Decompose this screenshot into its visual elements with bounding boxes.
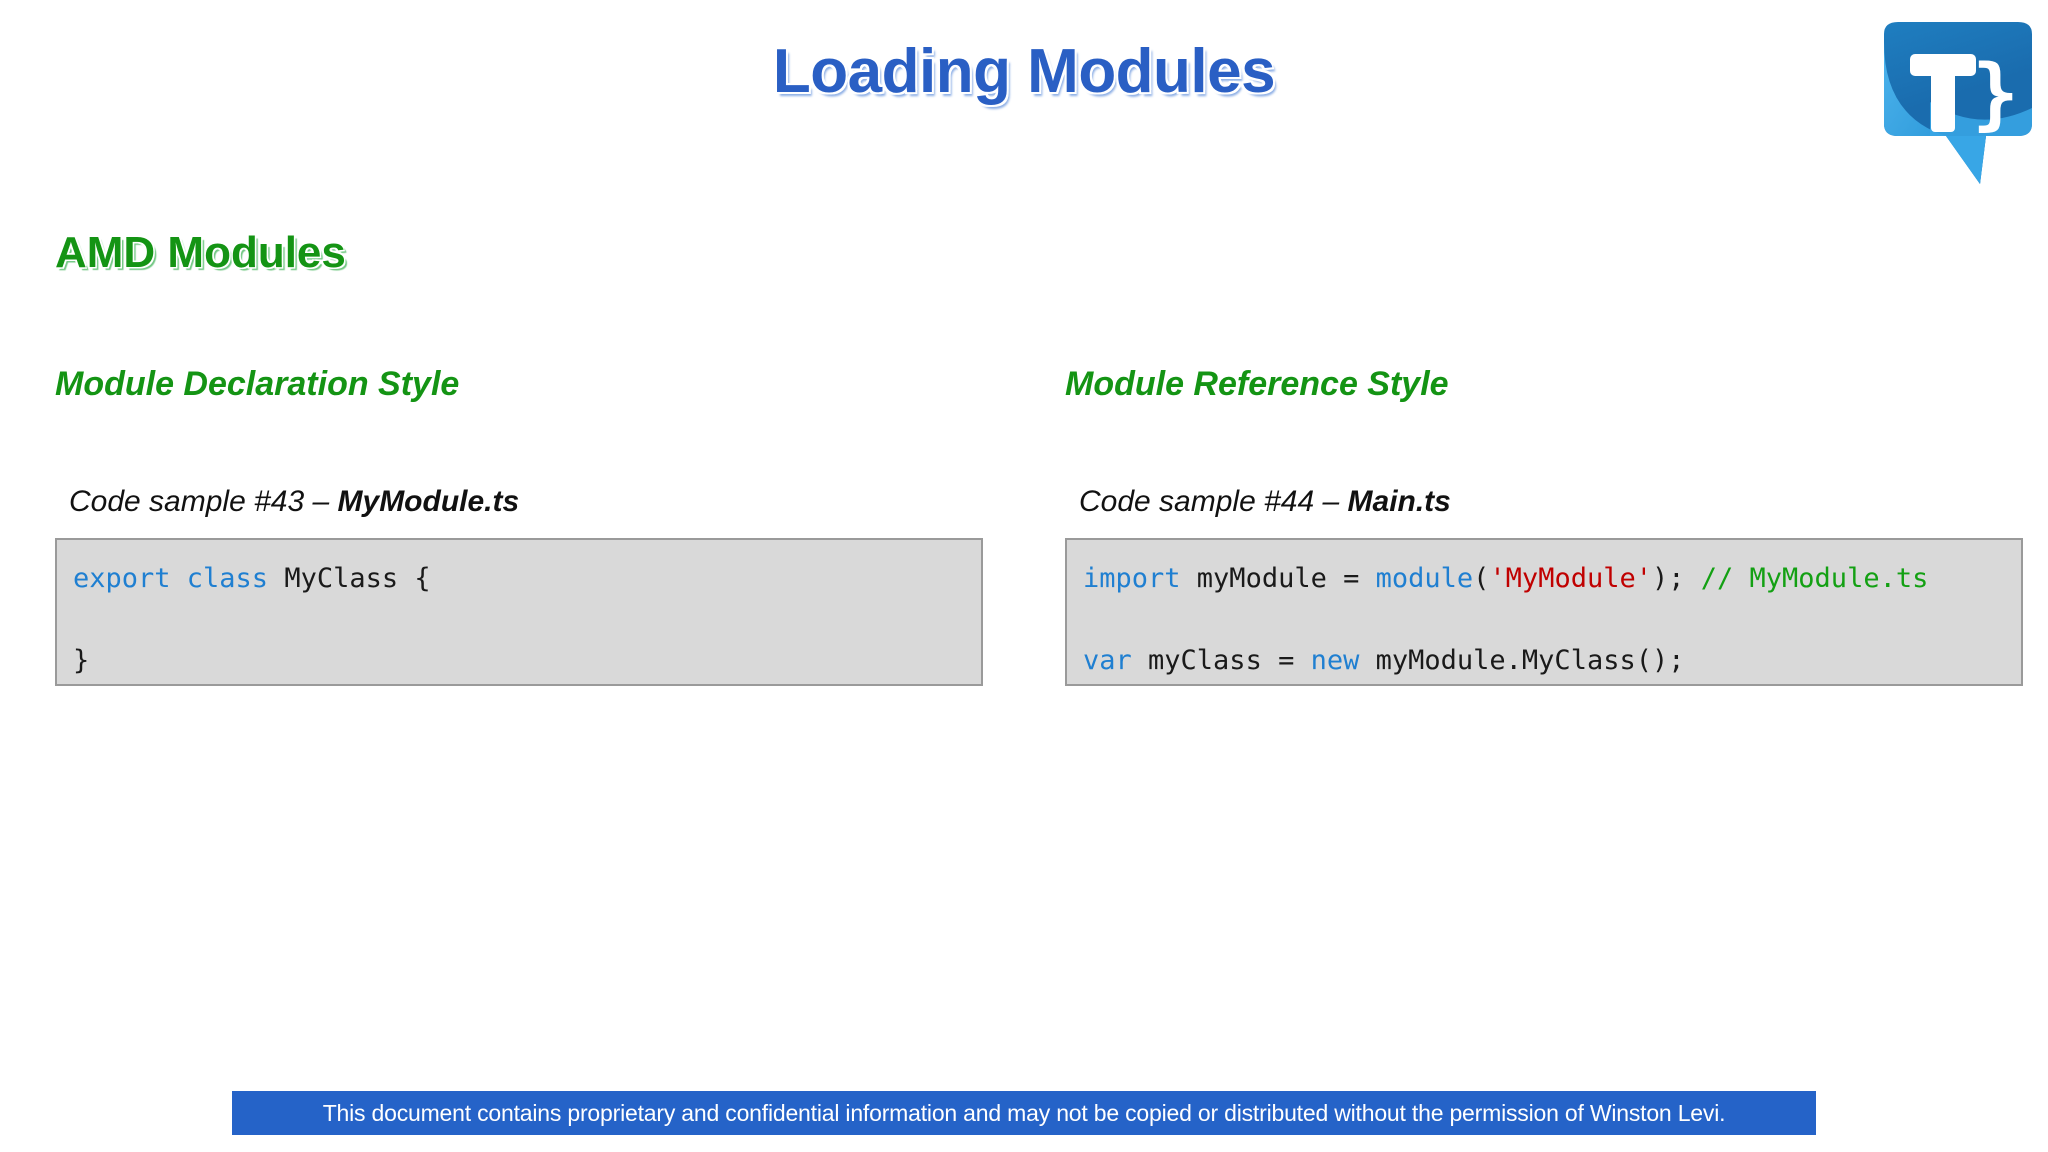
logo-highlight-bottom bbox=[1930, 102, 2032, 184]
code-caption-43-filename: MyModule.ts bbox=[337, 485, 520, 518]
code-token: ( bbox=[1473, 563, 1490, 594]
column-module-reference: Module Reference Style Code sample #44 –… bbox=[1065, 360, 2025, 686]
code-token: module bbox=[1375, 563, 1474, 594]
code-block-mymodule-ts[interactable]: export class MyClass { } bbox=[55, 538, 983, 686]
code-caption-43: Code sample #43 – MyModule.ts bbox=[69, 482, 985, 522]
typescript-logo: } bbox=[1868, 16, 2036, 196]
code-token: MyClass { bbox=[284, 563, 431, 594]
style-heading-reference: Module Reference Style bbox=[1065, 365, 1449, 403]
logo-letter-t bbox=[1910, 54, 1976, 132]
section-heading-amd-modules: AMD Modules bbox=[55, 228, 346, 277]
code-token: import bbox=[1083, 563, 1197, 594]
code-token: 'MyModule' bbox=[1489, 563, 1652, 594]
code-token: export class bbox=[73, 563, 285, 594]
code-token: new bbox=[1310, 645, 1376, 676]
logo-highlight-left bbox=[1884, 42, 1946, 136]
code-caption-43-prefix: Code sample #43 – bbox=[69, 485, 338, 518]
code-block-main-ts[interactable]: import myModule = module('MyModule'); //… bbox=[1065, 538, 2023, 686]
slide-title: Loading Modules bbox=[772, 37, 1276, 106]
code-token: } bbox=[73, 645, 90, 676]
code-token: ); bbox=[1651, 563, 1701, 594]
logo-brace-glyph: } bbox=[1972, 49, 2019, 139]
code-caption-44-filename: Main.ts bbox=[1347, 485, 1451, 518]
code-token: myModule = bbox=[1196, 563, 1376, 594]
code-caption-44: Code sample #44 – Main.ts bbox=[1079, 482, 2025, 522]
column-module-declaration: Module Declaration Style Code sample #43… bbox=[55, 360, 985, 686]
code-token: myModule.MyClass(); bbox=[1375, 645, 1685, 676]
code-token: var bbox=[1083, 645, 1149, 676]
typescript-logo-icon: } bbox=[1884, 22, 2032, 184]
footer-text: This document contains proprietary and c… bbox=[322, 1099, 1726, 1126]
code-caption-44-prefix: Code sample #44 – bbox=[1079, 485, 1348, 518]
code-token: myClass = bbox=[1148, 645, 1311, 676]
footer-confidentiality-bar: This document contains proprietary and c… bbox=[232, 1091, 1816, 1135]
style-heading-declaration: Module Declaration Style bbox=[55, 365, 460, 403]
code-token: // MyModule.ts bbox=[1700, 563, 1929, 594]
